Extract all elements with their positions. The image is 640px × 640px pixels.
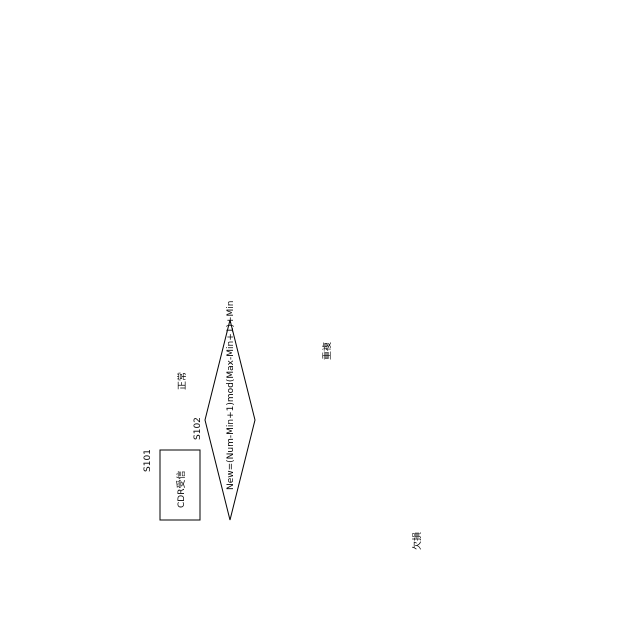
cdr-label: CDR受信 [175,471,187,508]
miss-label: 欠損 [411,532,423,550]
normal-label: 正常 [176,372,188,390]
s102-label: S102 [193,417,203,440]
dup-label: 重複 [321,342,333,360]
s101-label: S101 [143,449,153,472]
new-formula: New=(Num-Min+1)mod(Max-Min+1)+Min [226,301,236,491]
